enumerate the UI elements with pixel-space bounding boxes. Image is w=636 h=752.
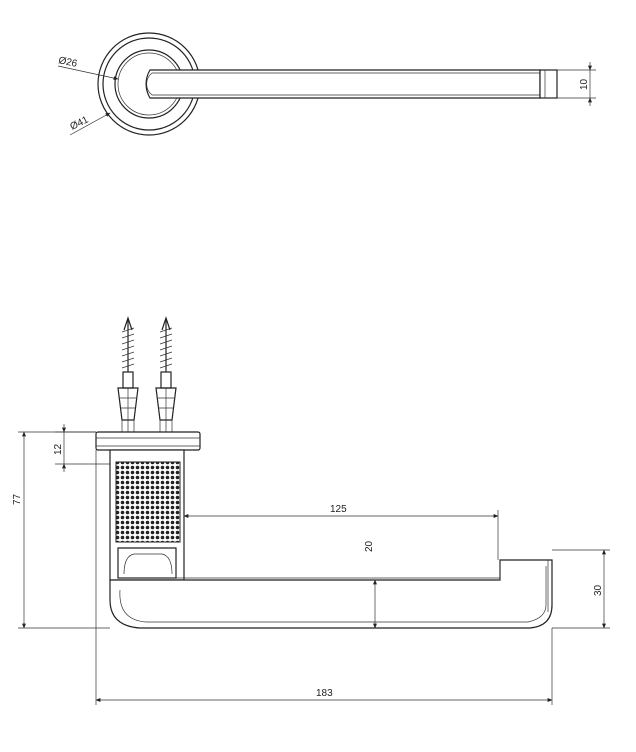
top-view: Ø26 Ø41 10 [57, 32, 596, 136]
side-view: 12 77 125 20 30 183 [12, 316, 610, 705]
dim-lever-end-height: 30 [593, 584, 604, 596]
dim-lever-drop: 20 [364, 540, 375, 552]
lever-end-cap [539, 69, 558, 99]
screw-left [117, 316, 139, 432]
rose-base [95, 431, 201, 451]
dim-total-height: 77 [12, 493, 23, 505]
dim-total-length: 183 [316, 688, 333, 699]
dim-lever-thickness: 10 [579, 78, 590, 90]
dim-rose-inner: Ø26 [57, 55, 78, 70]
screw-right [155, 316, 177, 432]
lever-body [109, 559, 553, 629]
dim-rose-height: 12 [53, 443, 64, 455]
knurled-grip [115, 461, 181, 543]
lever-top-outline [145, 69, 541, 99]
dim-lever-reach: 125 [330, 504, 347, 515]
